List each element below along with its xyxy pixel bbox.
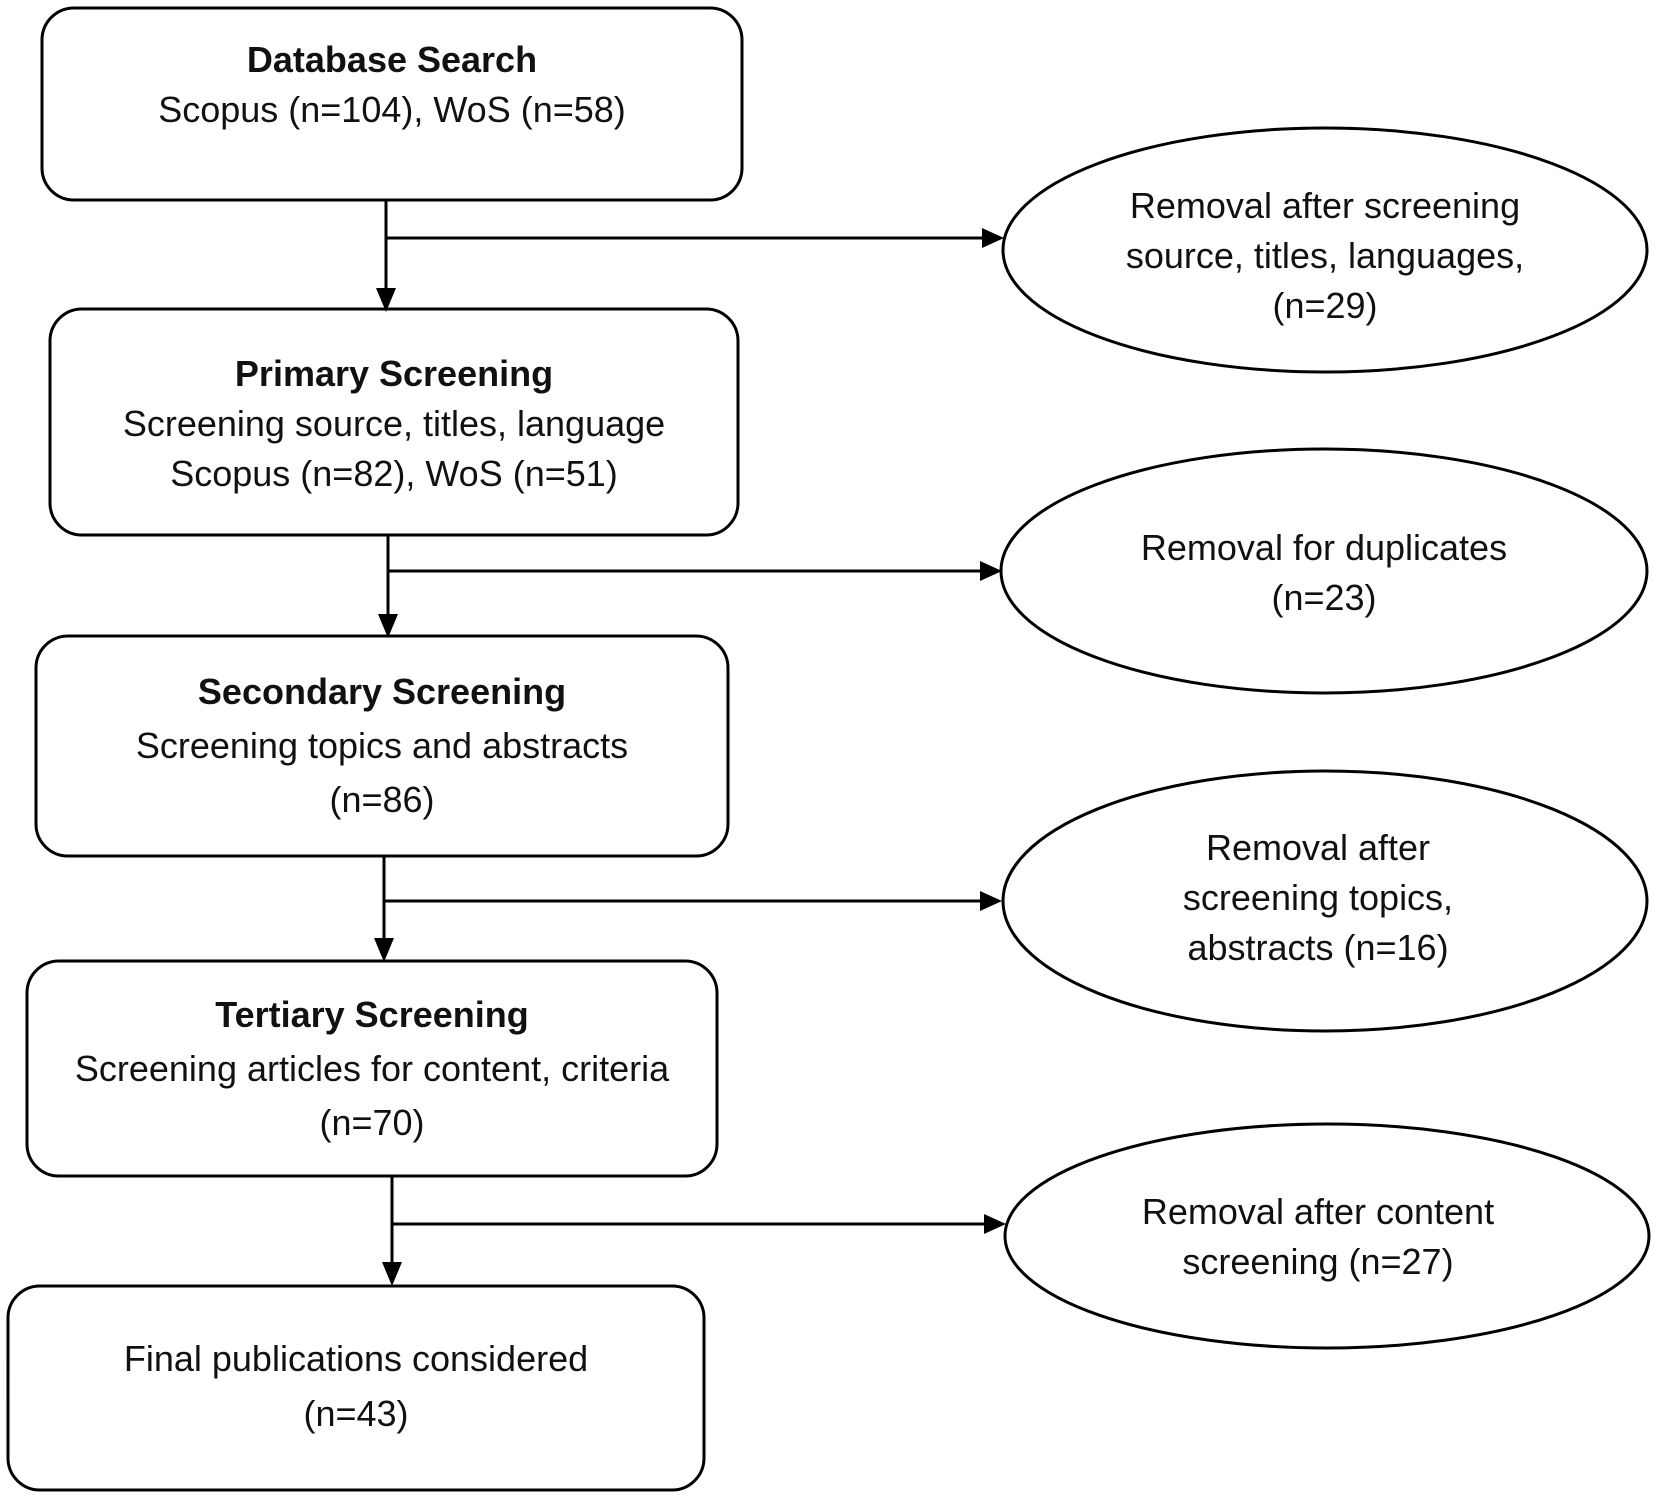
- connector-down-1: [376, 200, 396, 312]
- connector-down-4: [382, 1176, 402, 1286]
- step-line: Screening articles for content, criteria: [75, 1048, 670, 1089]
- step-line: Screening source, titles, language: [123, 403, 665, 444]
- step-line: Scopus (n=82), WoS (n=51): [170, 453, 618, 494]
- removal-line: screening (n=27): [1182, 1241, 1453, 1282]
- step-line: Screening topics and abstracts: [136, 725, 628, 766]
- step-final-publications: Final publications considered (n=43): [6, 1284, 706, 1492]
- removal-line: (n=29): [1272, 285, 1377, 326]
- removal-line: screening topics,: [1183, 877, 1453, 918]
- removal-duplicates: Removal for duplicates (n=23): [999, 447, 1649, 695]
- step-primary-screening: Primary Screening Screening source, titl…: [48, 307, 740, 537]
- removal-line: Removal after content: [1142, 1191, 1494, 1232]
- step-line: Final publications considered: [124, 1338, 588, 1379]
- step-secondary-screening: Secondary Screening Screening topics and…: [34, 634, 730, 858]
- step-line: (n=43): [303, 1393, 408, 1434]
- connector-right-1: [386, 228, 1004, 248]
- step-tertiary-screening: Tertiary Screening Screening articles fo…: [25, 959, 719, 1178]
- connector-down-2: [378, 535, 398, 638]
- connector-right-3: [384, 891, 1002, 911]
- step-title: Primary Screening: [235, 353, 553, 394]
- step-title: Tertiary Screening: [215, 994, 528, 1035]
- removal-line: Removal for duplicates: [1141, 527, 1507, 568]
- removal-line: (n=23): [1271, 577, 1376, 618]
- step-title: Database Search: [247, 39, 537, 80]
- removal-topics-abstracts: Removal after screening topics, abstract…: [1001, 769, 1649, 1033]
- removal-source-titles-languages: Removal after screening source, titles, …: [1001, 126, 1649, 374]
- connector-down-3: [374, 856, 394, 962]
- step-database-search: Database Search Scopus (n=104), WoS (n=5…: [40, 6, 744, 202]
- removal-line: Removal after: [1206, 827, 1430, 868]
- removal-line: abstracts (n=16): [1187, 927, 1448, 968]
- connector-right-2: [388, 561, 1002, 581]
- step-line: Scopus (n=104), WoS (n=58): [158, 89, 626, 130]
- step-line: (n=70): [319, 1102, 424, 1143]
- step-title: Secondary Screening: [198, 671, 566, 712]
- removal-content-screening: Removal after content screening (n=27): [1003, 1122, 1651, 1350]
- connector-right-4: [392, 1214, 1006, 1234]
- step-line: (n=86): [329, 779, 434, 820]
- removal-line: Removal after screening: [1130, 185, 1520, 226]
- removal-line: source, titles, languages,: [1126, 235, 1524, 276]
